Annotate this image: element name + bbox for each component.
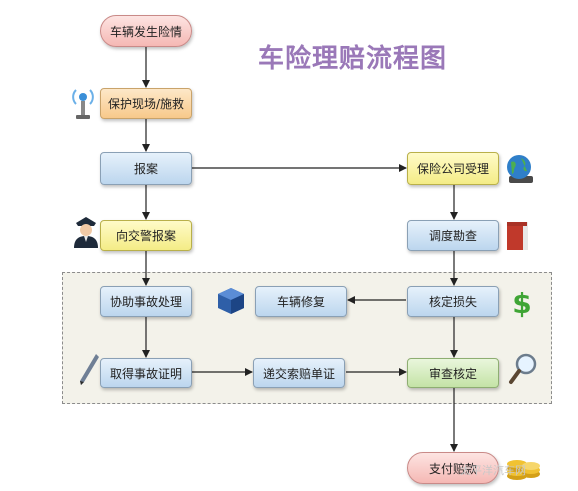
blue-cube-icon bbox=[218, 288, 244, 314]
radio-beacon-icon bbox=[72, 89, 94, 119]
pen-icon bbox=[80, 354, 99, 385]
node-repair: 车辆修复 bbox=[255, 286, 347, 317]
node-insurer-accept: 保险公司受理 bbox=[407, 152, 499, 185]
node-review: 审查核定 bbox=[407, 358, 499, 388]
node-assist-handling: 协助事故处理 bbox=[100, 286, 192, 317]
svg-text:$: $ bbox=[512, 288, 531, 318]
node-report: 报案 bbox=[100, 152, 192, 185]
police-officer-icon bbox=[74, 217, 98, 248]
node-accident: 车辆发生险情 bbox=[100, 15, 192, 47]
dollar-sign-icon: $ bbox=[512, 288, 531, 318]
gold-coins-icon bbox=[507, 460, 540, 480]
node-report-police: 向交警报案 bbox=[100, 220, 192, 251]
watermark: 太平洋汽车网 bbox=[460, 464, 526, 477]
globe-icon bbox=[507, 155, 533, 183]
node-obtain-certificate: 取得事故证明 bbox=[100, 358, 192, 388]
magnifier-icon bbox=[509, 353, 537, 384]
node-submit-docs: 递交索赔单证 bbox=[253, 358, 345, 388]
diagram-title: 车险理赔流程图 bbox=[258, 44, 448, 74]
node-survey: 调度勘查 bbox=[407, 220, 499, 251]
node-assess-loss: 核定损失 bbox=[407, 286, 499, 317]
node-protect-scene: 保护现场/施救 bbox=[100, 88, 192, 119]
red-book-icon bbox=[507, 222, 528, 250]
node-payment: 支付赔款 bbox=[407, 452, 499, 484]
